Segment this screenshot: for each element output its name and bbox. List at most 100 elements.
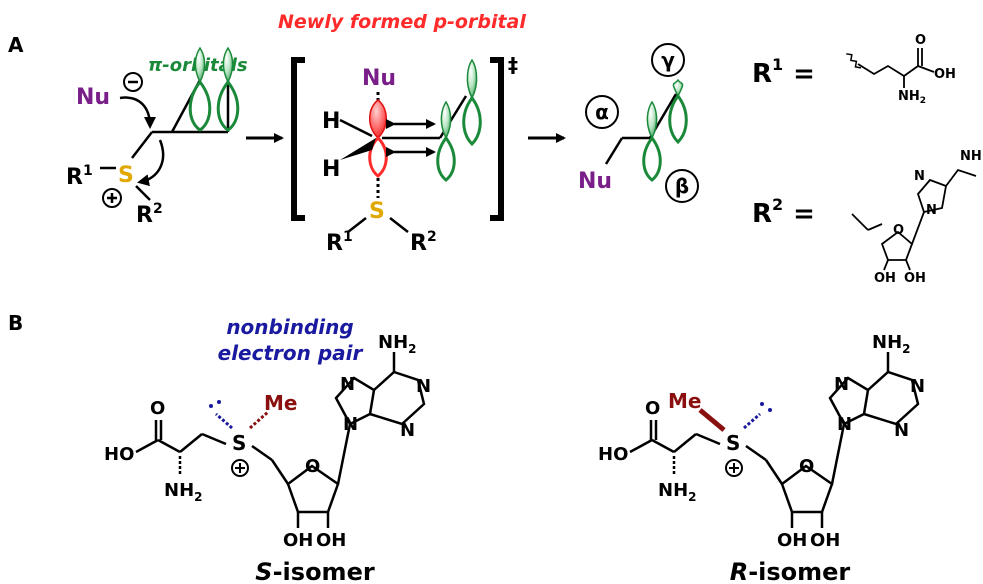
pi-lobe-bottom-2 (216, 79, 240, 132)
bond-c-h2-wedge (340, 138, 376, 160)
prod-pi-lobe-top-2 (672, 78, 684, 98)
s-iso-n3: N (400, 420, 415, 441)
r-iso-oh1: OH (777, 530, 807, 551)
r2-def-label: R2= (752, 195, 815, 229)
r2-ts: R2 (410, 229, 437, 256)
r-isomer-structure: O HO NH2 S Me O OH OH N N (598, 332, 925, 551)
prod-pi-lobe-bottom-2 (668, 93, 688, 145)
r1-def-label: R1= (752, 55, 815, 89)
s-iso-nh2-top: NH2 (378, 332, 417, 356)
alpha-label: α (595, 100, 609, 124)
r1-o: O (915, 33, 926, 48)
nu-reactant: Nu (76, 85, 110, 110)
bond-c-h1 (339, 118, 373, 138)
r-iso-ring-o: O (799, 456, 814, 477)
bond-c-s (131, 131, 153, 159)
nu-product: Nu (578, 169, 612, 194)
r-iso-n7: N (834, 374, 849, 395)
r2-oh2-bond (905, 259, 911, 271)
r2-nh: NH (960, 149, 982, 164)
ts-bracket-right (490, 57, 504, 221)
s-iso-n7: N (340, 374, 355, 395)
s-iso-oh2: OH (316, 530, 346, 551)
ts-pi-lobe-bottom-1 (436, 135, 456, 182)
bond-s-r2 (135, 185, 151, 201)
pi-lobe-top-2 (222, 46, 234, 84)
alpha-circle (585, 95, 619, 129)
gamma-label: γ (661, 48, 675, 72)
panel-a-label: A (8, 33, 24, 57)
ts-pi-lobe-top-2 (466, 58, 478, 100)
r1-chain (857, 63, 919, 78)
s-iso-me: Me (264, 391, 297, 415)
r-iso-n3: N (894, 420, 909, 441)
r-iso-sulfur: S (726, 431, 740, 455)
minus-charge-circle (123, 72, 143, 92)
r2-oh1-bond (883, 259, 889, 271)
r1-ts: R1 (326, 229, 353, 256)
r2-pyrimidine (945, 168, 977, 187)
s-isomer-structure: O HO NH2 S Me O OH OH N N (104, 332, 431, 551)
plus-charge-circle (102, 188, 122, 208)
gamma-circle (651, 43, 685, 77)
beta-label: β (675, 174, 689, 198)
ts-pi-lobe-bottom-2 (462, 95, 482, 147)
beta-circle (665, 169, 699, 203)
lone-pair-label-1: nonbinding (226, 315, 353, 339)
pi-lobe-bottom-1 (188, 79, 212, 132)
s-iso-n9: N (343, 414, 358, 435)
s-iso-nh2: NH2 (164, 480, 203, 504)
r-iso-n1: N (910, 376, 925, 397)
r2-squiggle (851, 213, 869, 231)
r1-reactant: R1 (66, 163, 93, 190)
r1-oh: OH (934, 67, 956, 82)
h-ts-1: H (322, 109, 340, 134)
r-iso-nh2: NH2 (658, 480, 697, 504)
ts-pi-lobe-top-1 (440, 100, 452, 140)
s-isomer-caption: S-isomer (255, 558, 375, 584)
s-reactant: S (118, 163, 134, 188)
r2-imidazole (916, 178, 948, 214)
s-ts: S (369, 199, 385, 224)
new-p-lobe-top (369, 99, 387, 140)
new-p-orbital-title: Newly formed p-orbital (278, 11, 526, 33)
r2-reactant: R2 (136, 201, 163, 228)
r2-n1: N (914, 169, 925, 184)
curly-arrow-attack (119, 96, 156, 129)
r-iso-o: O (645, 398, 660, 419)
prod-pi-lobe-bottom-1 (642, 135, 662, 182)
s-iso-sulfur: S (232, 431, 246, 455)
r-iso-me-bond (698, 408, 726, 432)
pi-lobe-top-1 (194, 46, 206, 84)
s-iso-o: O (150, 398, 165, 419)
r2-glycosidic (911, 211, 925, 245)
lone-pair-label-2: electron pair (218, 341, 364, 365)
prod-bond-nu-c (604, 137, 624, 165)
r-iso-oh2: OH (810, 530, 840, 551)
curly-arrow-leaving (137, 139, 165, 187)
r2-oh1: OH (874, 271, 896, 286)
r-iso-n9: N (837, 414, 852, 435)
r-iso-me: Me (668, 389, 701, 413)
h-ts-2: H (322, 157, 340, 182)
r1-nh2: NH2 (898, 89, 926, 106)
ts-bracket-left (291, 57, 305, 221)
r-iso-nh2-top: NH2 (872, 332, 911, 356)
ts-dagger: ‡ (508, 53, 518, 77)
r2-n2: N (926, 203, 937, 218)
bond-s-r1-ts (347, 217, 367, 233)
r2-ribose-ring (880, 230, 914, 261)
panel-b-label: B (8, 311, 23, 335)
r2-c5 (867, 223, 883, 231)
s-iso-n1: N (416, 376, 431, 397)
s-iso-ring-o: O (305, 456, 320, 477)
r-iso-ho: HO (598, 444, 628, 465)
bond-s-r2-ts (389, 217, 409, 233)
r2-oh2: OH (904, 271, 926, 286)
s-iso-lone-pair (215, 412, 233, 430)
r1-bond-coh (917, 65, 935, 73)
s-iso-ho: HO (104, 444, 134, 465)
s-iso-me-bond (249, 410, 269, 430)
prod-pi-lobe-top-1 (646, 100, 658, 140)
